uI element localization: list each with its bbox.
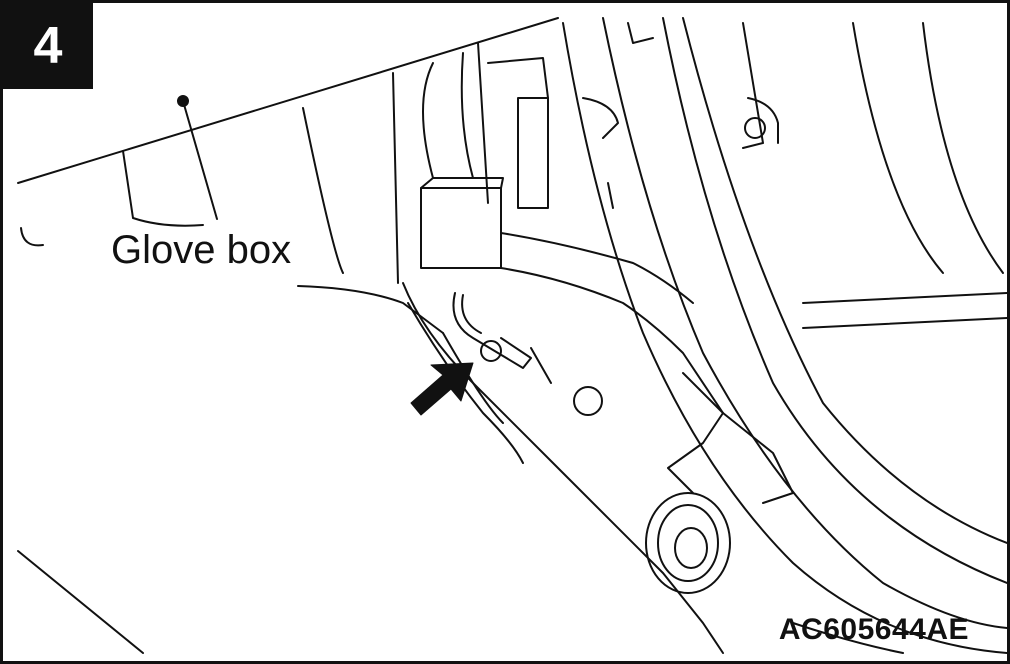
vehicle-interior-drawing: [17, 17, 1007, 654]
figure-id: AC605644AE: [778, 613, 969, 646]
door-frame: [562, 17, 1007, 654]
glove-box-outline: [17, 17, 559, 284]
arrow-up-right-icon: [410, 362, 474, 416]
glove-box-callout-label: Glove box: [111, 228, 292, 272]
upper-trim: [582, 22, 779, 209]
floor-contours: [17, 282, 904, 654]
ground-terminal: [452, 292, 603, 416]
wiring-harness: [420, 42, 724, 414]
harness-clip: [667, 372, 794, 504]
glove-box-leader: [177, 95, 218, 220]
grommet: [645, 492, 731, 594]
step-number-badge: 4: [3, 3, 93, 89]
